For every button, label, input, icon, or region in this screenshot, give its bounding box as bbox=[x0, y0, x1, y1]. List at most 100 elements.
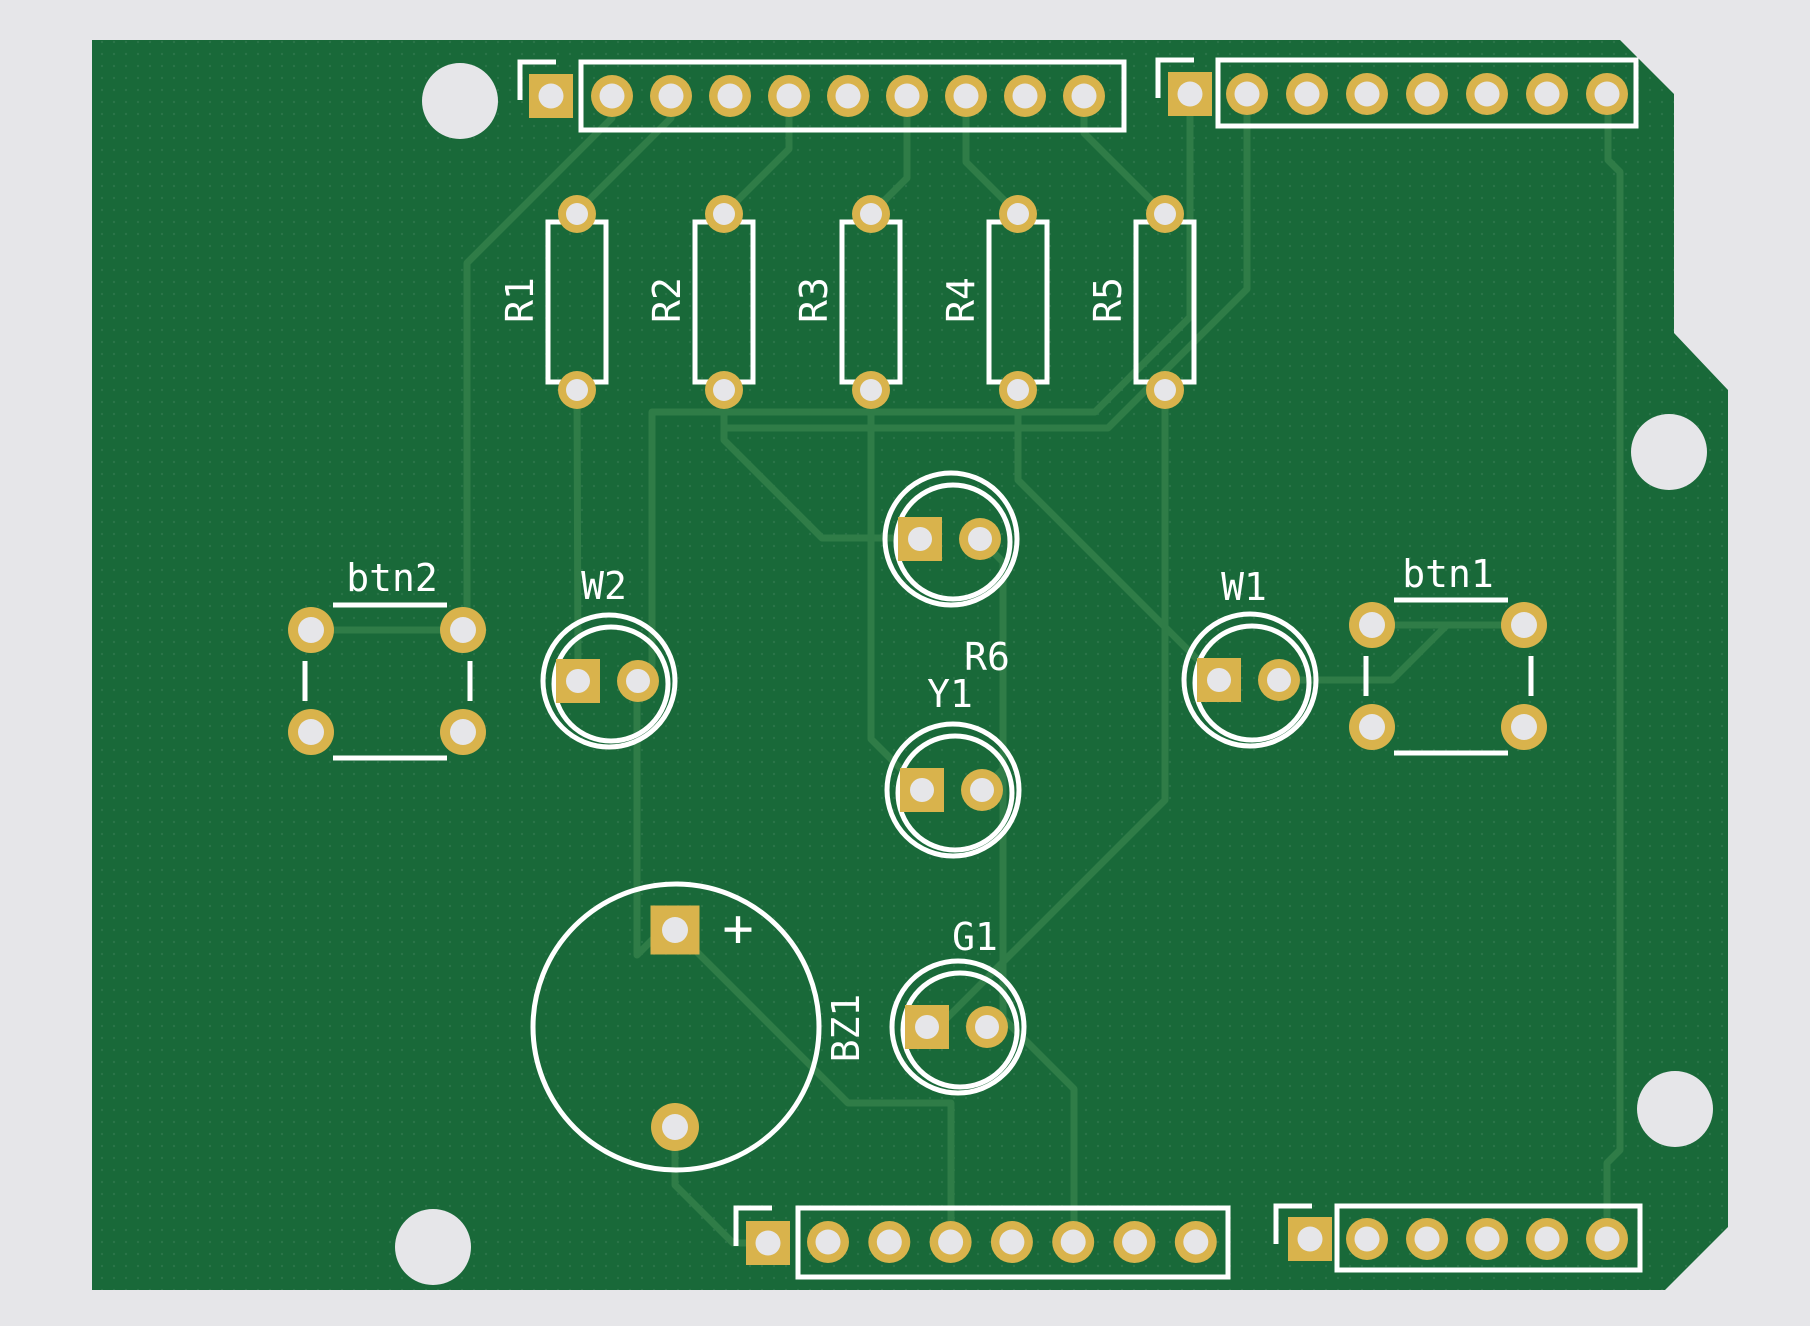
pin1-bracket-marker bbox=[1273, 1203, 1312, 1244]
copper-trace bbox=[962, 92, 1022, 218]
mounting-hole bbox=[1631, 414, 1707, 490]
drill-hole bbox=[566, 379, 588, 401]
resistor-silk-body bbox=[1031, 219, 1050, 385]
drill-hole bbox=[1297, 1226, 1323, 1252]
drill-hole bbox=[1594, 81, 1620, 107]
pin1-bracket-marker bbox=[1155, 57, 1194, 98]
drill-hole bbox=[835, 83, 861, 109]
resistor-r2 bbox=[692, 195, 756, 409]
silkscreen-label: + bbox=[722, 899, 753, 959]
led-silk-outer-circle bbox=[882, 470, 1020, 608]
drill-hole bbox=[1354, 81, 1380, 107]
drill-hole bbox=[658, 83, 684, 109]
drill-hole bbox=[999, 1229, 1025, 1255]
drill-hole bbox=[894, 83, 920, 109]
silkscreen-label: W2 bbox=[581, 564, 627, 608]
led-w1 bbox=[1181, 611, 1319, 749]
resistor-silk-body bbox=[545, 219, 564, 385]
drill-hole bbox=[1511, 714, 1537, 740]
drill-hole bbox=[566, 669, 590, 693]
drill-hole bbox=[713, 379, 735, 401]
drill-hole bbox=[915, 1015, 939, 1039]
silkscreen-label: R4 bbox=[939, 277, 983, 323]
drill-hole bbox=[860, 203, 882, 225]
resistor-r4 bbox=[986, 195, 1050, 409]
drill-hole bbox=[450, 617, 476, 643]
copper-trace bbox=[927, 386, 1169, 1038]
drill-hole bbox=[953, 83, 979, 109]
led-silk-outer-circle bbox=[884, 721, 1022, 859]
silkscreen-label: Y1 bbox=[927, 672, 973, 716]
drill-hole bbox=[298, 719, 324, 745]
silkscreen-label: R5 bbox=[1086, 277, 1130, 323]
header-silk-outline bbox=[1334, 1203, 1643, 1273]
drill-hole bbox=[1177, 81, 1203, 107]
pin-headers bbox=[517, 57, 1643, 1280]
led-g1 bbox=[889, 958, 1027, 1096]
copper-fill-pattern bbox=[92, 40, 1728, 1290]
drill-hole bbox=[1154, 379, 1176, 401]
drill-hole bbox=[599, 83, 625, 109]
silkscreen-label: R2 bbox=[645, 277, 689, 323]
drill-hole bbox=[1474, 1226, 1500, 1252]
drill-hole bbox=[1354, 1226, 1380, 1252]
buzzer-silk-circle bbox=[530, 881, 822, 1173]
mounting-hole bbox=[422, 63, 498, 139]
led-silk-inner-circle bbox=[900, 970, 1020, 1090]
drill-hole bbox=[626, 669, 650, 693]
drill-hole bbox=[1359, 612, 1385, 638]
pin1-bracket-marker bbox=[733, 1205, 772, 1246]
led-silk-inner-circle bbox=[893, 482, 1013, 602]
mounting-holes bbox=[395, 63, 1713, 1285]
drill-hole bbox=[1071, 83, 1097, 109]
led-silk-outer-circle bbox=[540, 612, 678, 750]
drill-hole bbox=[1414, 81, 1440, 107]
drill-hole bbox=[1122, 1229, 1147, 1255]
button-btn2 bbox=[288, 602, 486, 761]
drill-hole bbox=[1207, 668, 1231, 692]
drill-hole bbox=[1060, 1229, 1086, 1255]
button-btn1 bbox=[1349, 597, 1547, 756]
silkscreen-label: btn2 bbox=[346, 556, 438, 600]
silkscreen-label: R6 bbox=[964, 635, 1010, 679]
drill-hole bbox=[975, 1015, 999, 1039]
drill-hole bbox=[1511, 612, 1537, 638]
led-r6 bbox=[882, 470, 1020, 608]
resistor-silk-body bbox=[692, 219, 711, 385]
drill-hole bbox=[910, 778, 934, 802]
drill-hole bbox=[815, 1229, 841, 1255]
resistor-silk-body bbox=[839, 219, 858, 385]
resistor-silk-body bbox=[737, 219, 756, 385]
drill-hole bbox=[1012, 83, 1038, 109]
resistor-silk-body bbox=[1178, 219, 1197, 385]
copper-trace bbox=[573, 386, 582, 680]
drill-hole bbox=[450, 719, 476, 745]
pin1-bracket-marker bbox=[517, 59, 556, 100]
led-y1 bbox=[884, 721, 1022, 859]
drill-hole bbox=[776, 83, 802, 109]
copper-traces bbox=[307, 92, 1624, 1247]
drill-hole bbox=[566, 203, 588, 225]
resistor-r1 bbox=[545, 195, 609, 409]
resistor-r3 bbox=[839, 195, 903, 409]
drill-hole bbox=[1234, 81, 1260, 107]
header-silk-outline bbox=[795, 1205, 1231, 1280]
board-substrate bbox=[92, 40, 1728, 1290]
drill-hole bbox=[298, 617, 324, 643]
drill-hole bbox=[1534, 1226, 1560, 1252]
copper-trace bbox=[720, 110, 1251, 432]
silkscreen-label: W1 bbox=[1221, 565, 1267, 609]
drill-hole bbox=[1594, 1226, 1620, 1252]
drill-hole bbox=[755, 1230, 781, 1256]
drill-hole bbox=[876, 1229, 902, 1255]
bottom-right-header bbox=[1273, 1203, 1643, 1273]
drill-hole bbox=[908, 527, 932, 551]
led-silk-inner-circle bbox=[895, 733, 1015, 853]
silkscreen-label: BZ1 bbox=[824, 994, 868, 1063]
drill-hole bbox=[1294, 81, 1320, 107]
silkscreen-label: G1 bbox=[952, 915, 998, 959]
mounting-hole bbox=[395, 1209, 471, 1285]
components bbox=[288, 195, 1547, 1173]
